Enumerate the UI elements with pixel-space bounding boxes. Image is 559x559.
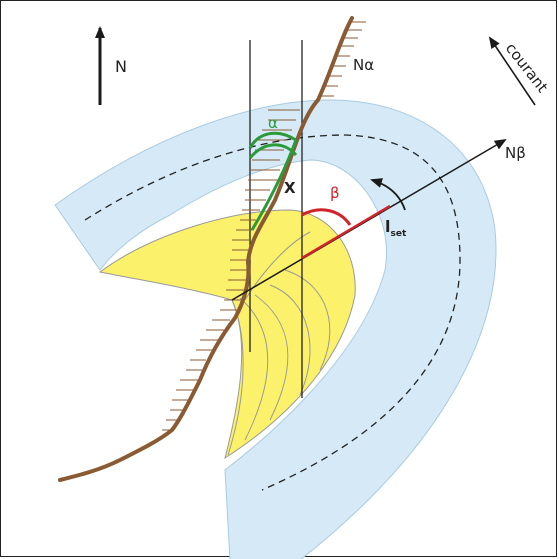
x-label: X bbox=[284, 179, 296, 197]
north-label: N bbox=[115, 57, 127, 76]
n-beta-label: Nβ bbox=[505, 144, 526, 162]
l-set-sub: set bbox=[390, 229, 406, 239]
beta-label: β bbox=[330, 184, 340, 202]
n-alpha-label: Nα bbox=[353, 56, 374, 74]
alpha-label: α bbox=[268, 114, 278, 132]
